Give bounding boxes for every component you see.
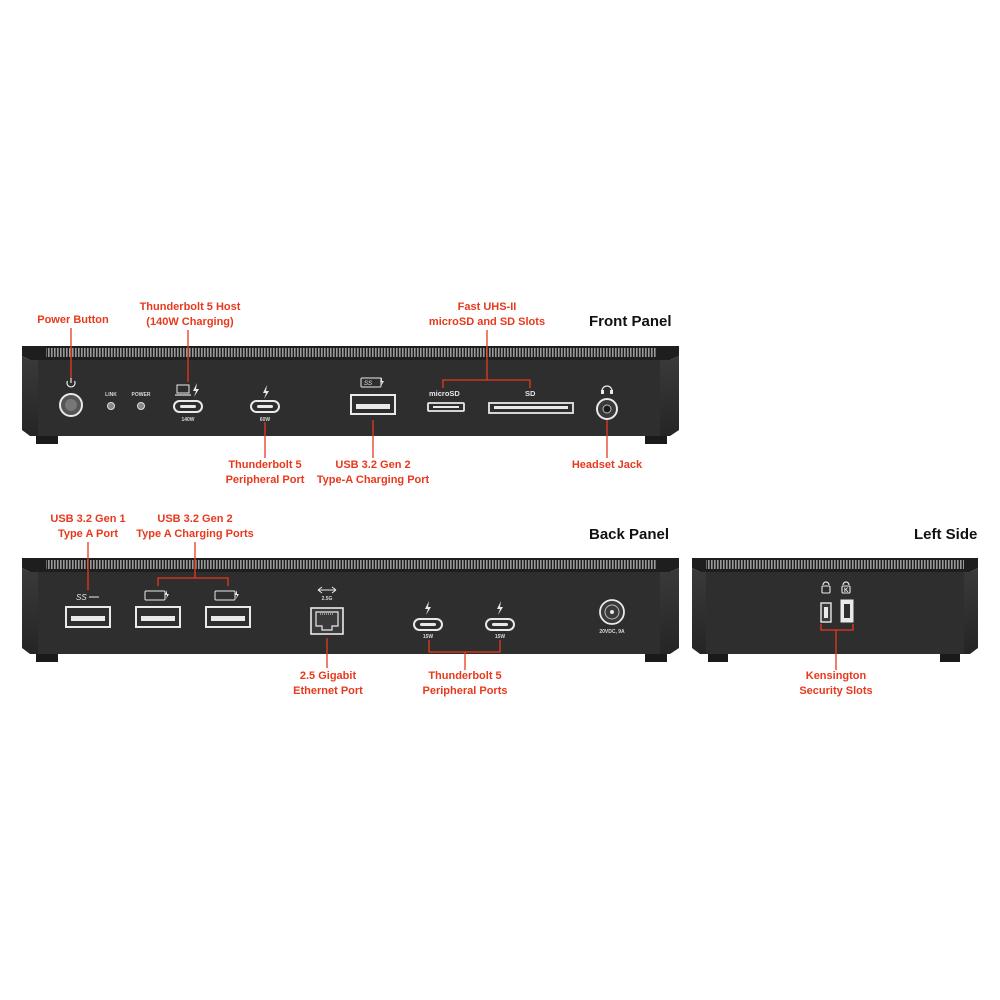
callout-usb-gen1: USB 3.2 Gen 1 Type A Port bbox=[36, 512, 140, 542]
callout-tb5-host: Thunderbolt 5 Host (140W Charging) bbox=[130, 300, 250, 330]
callout-usb-gen1-line2: Type A Port bbox=[57, 528, 119, 540]
kensington-slots: K bbox=[820, 581, 854, 623]
callout-kensington: Kensington Security Slots bbox=[786, 669, 886, 699]
callout-usb-gen2-line2: Type A Charging Ports bbox=[136, 528, 254, 540]
front-ports: SS bbox=[59, 377, 618, 420]
left-callout-lines bbox=[820, 624, 854, 670]
left-side-title: Left Side bbox=[914, 526, 978, 543]
microsd-slot-label: microSD bbox=[429, 389, 460, 398]
dc-input-label: 20VDC, 9A bbox=[599, 629, 625, 635]
callout-tb5-back: Thunderbolt 5 Peripheral Ports bbox=[410, 669, 520, 699]
callout-tb5-back-line1: Thunderbolt 5 bbox=[428, 670, 502, 682]
left-side-chassis bbox=[692, 558, 978, 662]
callout-tb5-peripheral-line2: Peripheral Port bbox=[225, 474, 305, 486]
callout-ethernet: 2.5 Gigabit Ethernet Port bbox=[280, 669, 376, 699]
callout-usb-a: USB 3.2 Gen 2 Type-A Charging Port bbox=[310, 458, 436, 488]
callout-usb-gen2-line1: USB 3.2 Gen 2 bbox=[157, 513, 233, 525]
ethernet-speed-label: 2.5G bbox=[321, 596, 333, 602]
callout-kensington-line1: Kensington bbox=[805, 670, 867, 682]
sd-slot-label: SD bbox=[525, 389, 536, 398]
link-led-label: LINK bbox=[105, 392, 117, 398]
callout-tb5-host-line1: Thunderbolt 5 Host bbox=[139, 301, 241, 313]
callout-ethernet-line1: 2.5 Gigabit bbox=[299, 670, 357, 682]
callout-usb-gen2: USB 3.2 Gen 2 Type A Charging Ports bbox=[128, 512, 262, 542]
callout-kensington-line2: Security Slots bbox=[799, 685, 873, 697]
callout-tb5-back-line2: Peripheral Ports bbox=[422, 685, 508, 697]
callout-ethernet-line2: Ethernet Port bbox=[293, 685, 363, 697]
back-ports: SS bbox=[65, 586, 625, 635]
callout-usb-a-line1: USB 3.2 Gen 2 bbox=[335, 459, 411, 471]
callout-usb-a-line2: Type-A Charging Port bbox=[316, 474, 430, 486]
tb5-port1-rating: 15W bbox=[422, 634, 434, 640]
svg-text:SS: SS bbox=[76, 593, 87, 602]
callout-card-slots-line1: Fast UHS-II bbox=[457, 301, 517, 313]
svg-text:K: K bbox=[844, 588, 849, 594]
back-panel-chassis bbox=[22, 558, 679, 662]
back-callout-lines bbox=[87, 542, 501, 670]
power-led-label: POWER bbox=[131, 392, 151, 398]
callout-tb5-peripheral: Thunderbolt 5 Peripheral Port bbox=[214, 458, 316, 488]
svg-text:SS: SS bbox=[364, 381, 372, 387]
host-port-rating: 140W bbox=[181, 417, 195, 423]
tb5-port2-rating: 15W bbox=[494, 634, 506, 640]
callout-headset-jack: Headset Jack bbox=[571, 459, 643, 471]
callout-card-slots-line2: microSD and SD Slots bbox=[428, 316, 546, 328]
callout-card-slots: Fast UHS-II microSD and SD Slots bbox=[415, 300, 559, 330]
callout-usb-gen1-line1: USB 3.2 Gen 1 bbox=[50, 513, 126, 525]
peripheral-port-rating: 60W bbox=[259, 417, 271, 423]
back-panel-title: Back Panel bbox=[589, 526, 670, 543]
callout-tb5-peripheral-line1: Thunderbolt 5 bbox=[228, 459, 302, 471]
callout-power-button: Power Button bbox=[37, 314, 109, 326]
front-callout-lines bbox=[70, 328, 608, 458]
callout-tb5-host-line2: (140W Charging) bbox=[146, 316, 234, 328]
front-panel-title: Front Panel bbox=[589, 313, 672, 330]
